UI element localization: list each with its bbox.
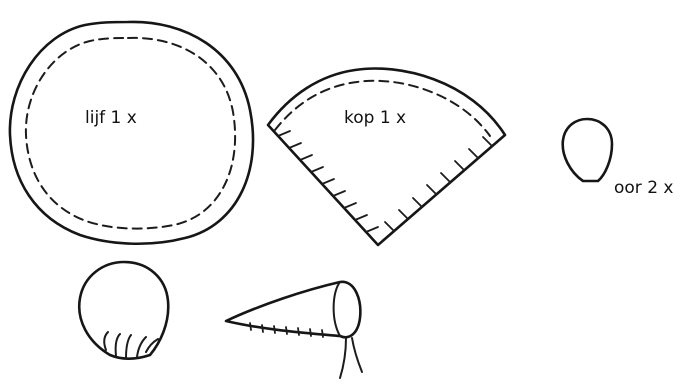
cone-hat-rim xyxy=(334,282,340,336)
body-outline xyxy=(10,22,253,244)
head-hatch-marks xyxy=(278,131,492,232)
head-piece-label: kop 1 x xyxy=(344,110,406,127)
ear-pattern-piece xyxy=(563,119,612,181)
ear-outline xyxy=(563,119,612,181)
head-pattern-piece xyxy=(268,69,505,245)
cone-hat-stitch-marks xyxy=(250,323,323,337)
gathered-ball-outline xyxy=(79,262,168,359)
head-outline xyxy=(268,69,505,245)
cone-hat-sketch xyxy=(226,282,362,378)
ear-piece-label: oor 2 x xyxy=(614,180,673,197)
cone-hat-tie xyxy=(340,338,362,378)
body-seam-line xyxy=(26,38,235,229)
gathered-ball-sketch xyxy=(79,262,168,359)
cone-hat-outline xyxy=(226,282,360,337)
body-piece-label: lijf 1 x xyxy=(85,110,137,127)
body-pattern-piece xyxy=(10,22,253,244)
